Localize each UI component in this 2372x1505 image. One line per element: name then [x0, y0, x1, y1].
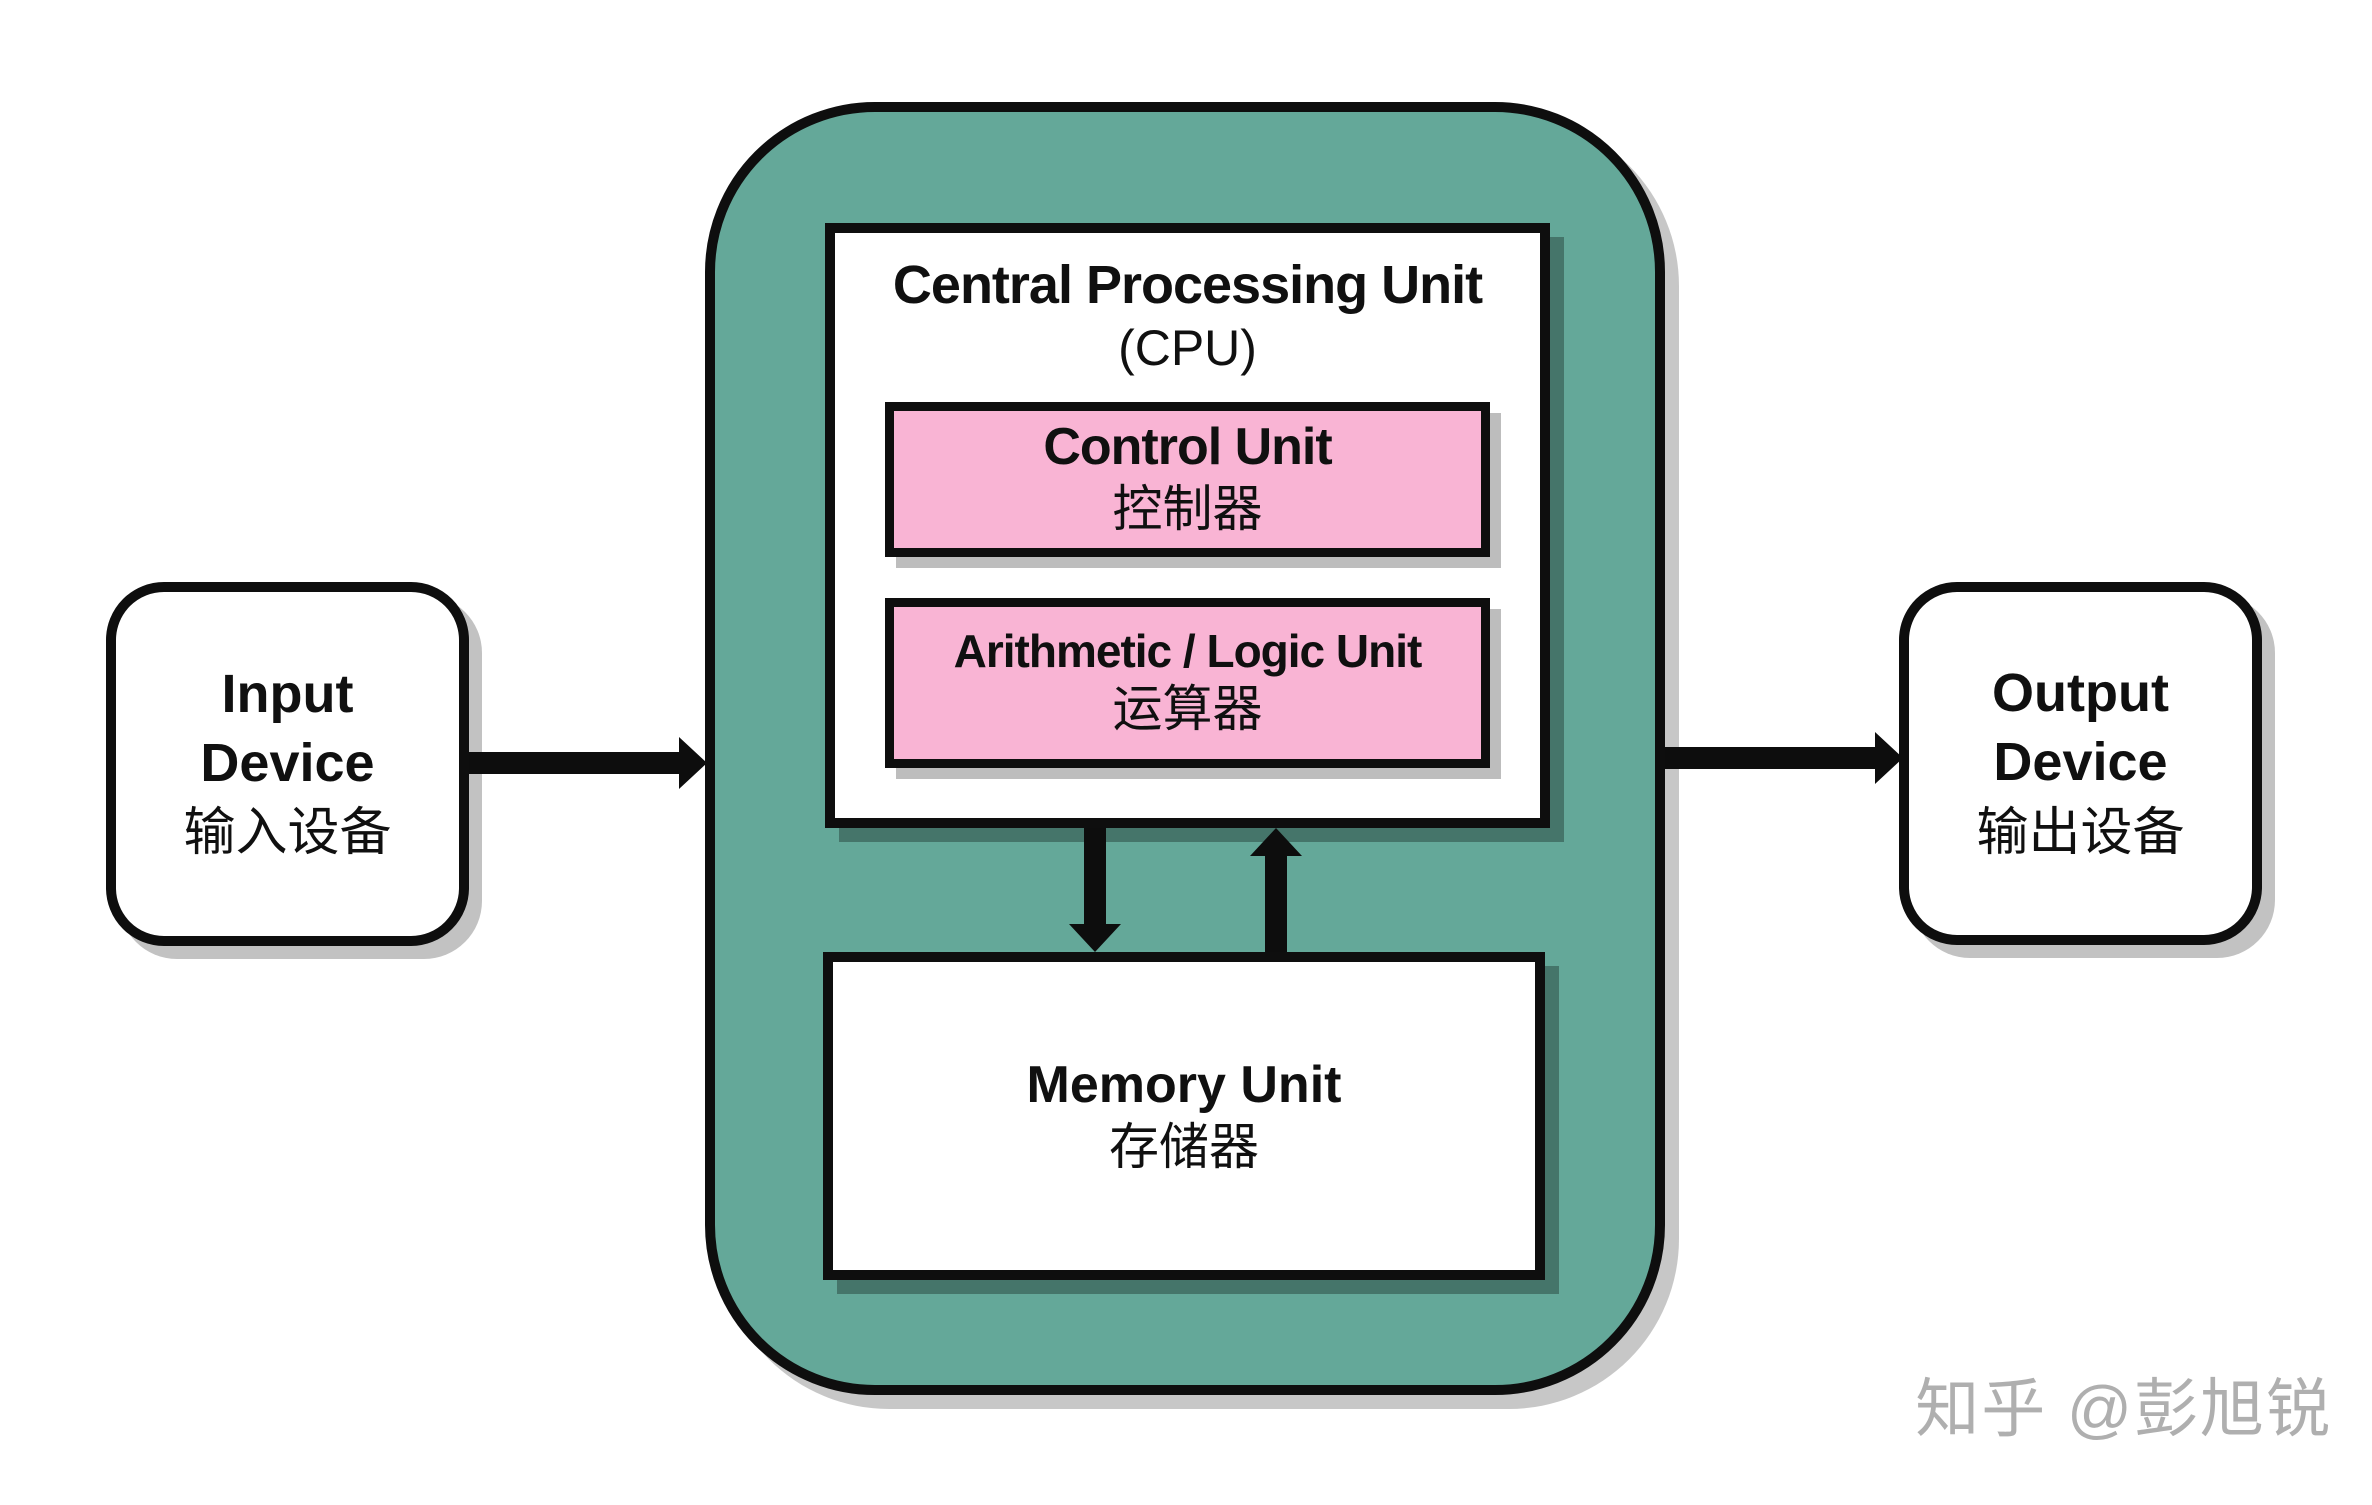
zhihu-watermark: 知乎 @彭旭锐: [1915, 1373, 2332, 1445]
arrow-down-icon: [1069, 828, 1121, 952]
arrow-head: [679, 737, 707, 789]
arrow-up-icon: [1250, 828, 1302, 952]
alu-label-zh: 运算器: [1112, 681, 1263, 738]
cpu-title-en: Central Processing Unit: [892, 255, 1483, 315]
arrow-shaft: [1665, 747, 1877, 769]
arrow-head: [1250, 828, 1302, 856]
arrow-head: [1069, 924, 1121, 952]
memory-unit-box: Memory Unit 存储器: [823, 952, 1545, 1280]
memory-unit-label-en: Memory Unit: [1026, 1055, 1342, 1114]
arrow-right-icon: [1665, 732, 1903, 784]
output-device-label-line1: Output: [1992, 663, 2169, 724]
input-device-label-zh: 输入设备: [183, 804, 392, 863]
arrow-shaft: [1084, 828, 1106, 924]
cpu-title: Central Processing Unit (CPU): [835, 253, 1540, 378]
control-unit-label-zh: 控制器: [1112, 481, 1263, 538]
input-device-box: Input Device 输入设备: [106, 582, 469, 946]
memory-unit-label-zh: 存储器: [1109, 1118, 1259, 1175]
control-unit-label-en: Control Unit: [1043, 418, 1332, 477]
arrow-head: [1875, 732, 1903, 784]
arrow-right-icon: [469, 737, 707, 789]
cpu-box: Central Processing Unit (CPU) Control Un…: [825, 223, 1550, 828]
arithmetic-logic-unit-box: Arithmetic / Logic Unit 运算器: [885, 598, 1490, 768]
input-device-label-line2: Device: [200, 732, 375, 793]
alu-label-en: Arithmetic / Logic Unit: [953, 625, 1423, 678]
input-device-label-line1: Input: [221, 663, 354, 724]
output-device-box: Output Device 输出设备: [1899, 582, 2262, 945]
arrow-shaft: [1265, 854, 1287, 952]
arrow-shaft: [469, 752, 681, 774]
output-device-label-zh: 输出设备: [1976, 803, 2185, 862]
control-unit-box: Control Unit 控制器: [885, 402, 1490, 557]
cpu-title-abbr: (CPU): [1118, 319, 1257, 376]
output-device-label-line2: Device: [1993, 732, 2168, 793]
